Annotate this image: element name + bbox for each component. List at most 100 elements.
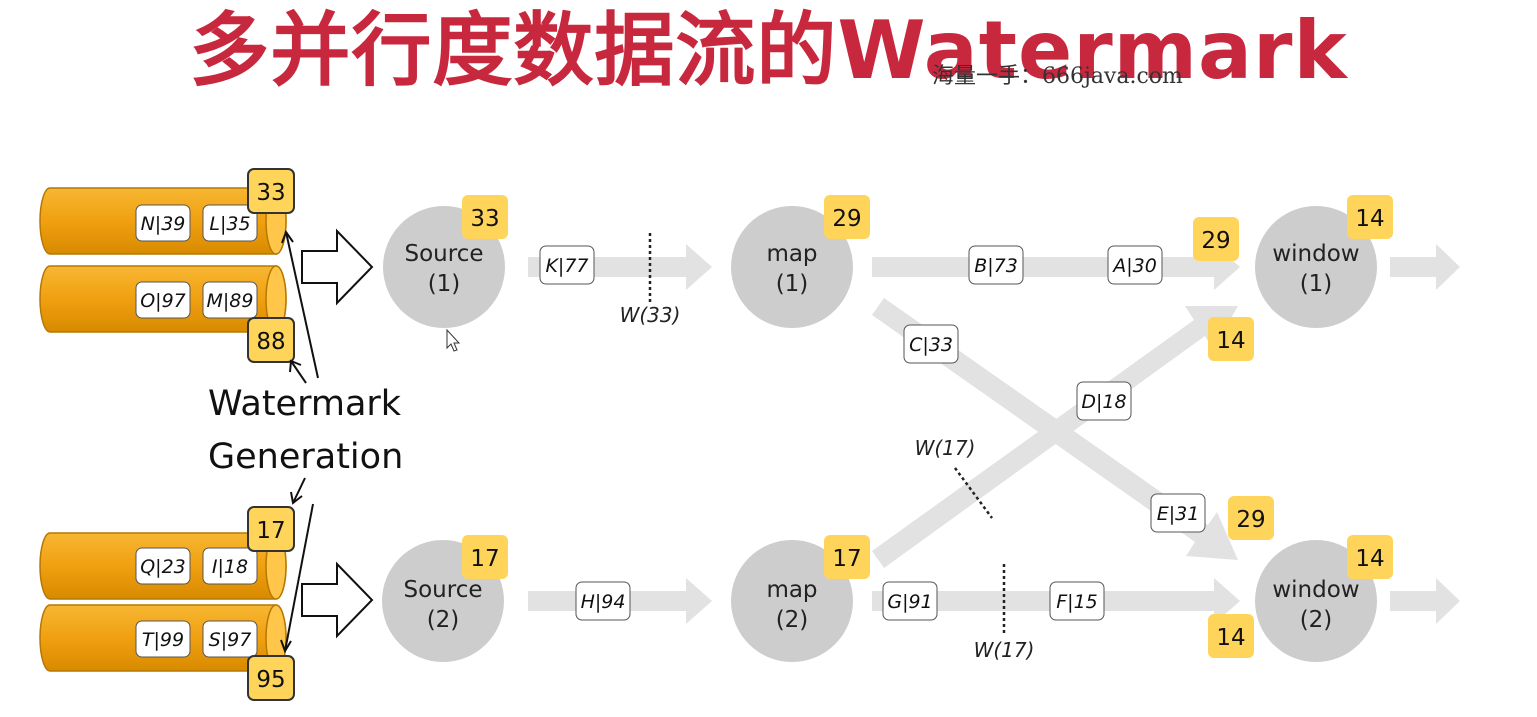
event-box	[202, 547, 258, 585]
pointer-line	[292, 477, 306, 504]
partition-2: O|97 M|89	[39, 265, 287, 333]
watermark-badge	[462, 535, 508, 579]
node-index: (2)	[1300, 607, 1333, 633]
watermark-badge	[1208, 317, 1254, 361]
node-name: map	[766, 577, 817, 603]
watermark-marker-line	[953, 467, 994, 519]
event-box	[1076, 381, 1132, 421]
event-box	[202, 204, 258, 242]
event-box	[1150, 493, 1206, 533]
node-source-1: Source (1) 33	[383, 195, 508, 328]
partition-3: Q|23 I|18	[39, 532, 287, 600]
watermark-badge	[1208, 614, 1254, 658]
node-window-1: window (1) 14	[1255, 195, 1393, 328]
watermark-badge	[1347, 535, 1393, 579]
node-index: (2)	[427, 607, 460, 633]
arrow-map1-window1	[872, 244, 1240, 290]
node-name: Source	[405, 241, 484, 267]
node-circle	[1255, 206, 1377, 328]
event-box	[539, 245, 595, 285]
event-label: K|77	[545, 255, 588, 277]
event-label: B|73	[974, 255, 1018, 277]
site-watermark: 海量一手：666java.com	[932, 64, 1183, 89]
event-box	[135, 281, 191, 319]
arrow-window1-out	[1390, 244, 1460, 290]
pointer-arrowhead	[290, 491, 303, 505]
watermark-marker-label: W(17)	[974, 638, 1035, 662]
node-index: (1)	[428, 271, 461, 297]
watermark-badge	[824, 535, 870, 579]
event-box	[202, 281, 258, 319]
generation-label-line2: Generation	[208, 437, 403, 477]
generation-pointers	[280, 229, 319, 654]
watermark-badge	[247, 655, 295, 701]
node-name: Source	[404, 577, 483, 603]
event-label: T|99	[142, 629, 184, 651]
event-label: I|18	[212, 556, 248, 578]
watermark-badge	[1228, 496, 1274, 540]
partition-1: N|39 L|35	[39, 187, 287, 255]
event-label: C|33	[909, 334, 953, 356]
event-label: H|94	[581, 591, 626, 613]
event-label: E|31	[1157, 503, 1200, 525]
cursor-icon	[446, 328, 461, 352]
watermark-value: 88	[256, 329, 285, 355]
watermark-badge	[247, 168, 295, 214]
watermark-value: 17	[470, 546, 499, 572]
node-name: map	[766, 241, 817, 267]
node-window-2: window (2) 14	[1255, 535, 1393, 662]
node-index: (1)	[776, 271, 809, 297]
in-flight-events: K|77 H|94 B|73 A|30 C|33 E|31 D|18 G|91 …	[539, 245, 1206, 621]
event-label: N|39	[141, 213, 186, 235]
event-label: M|89	[207, 290, 254, 312]
event-box	[1107, 245, 1163, 285]
watermark-marker-label: W(33)	[620, 303, 681, 327]
event-box	[968, 245, 1024, 285]
node-map-1: map (1) 29	[731, 195, 870, 328]
watermark-badge	[1193, 217, 1239, 261]
watermark-marker-label: W(17)	[915, 436, 976, 460]
node-circle	[731, 206, 853, 328]
watermark-badge	[462, 195, 508, 239]
node-circle	[1255, 540, 1377, 662]
ingest-arrow-1	[301, 228, 374, 306]
pointer-line	[285, 231, 319, 379]
event-label: A|30	[1111, 255, 1157, 277]
event-box	[1049, 581, 1105, 621]
event-box	[903, 324, 959, 364]
event-label: L|35	[209, 213, 250, 235]
event-box	[135, 547, 191, 585]
watermark-value: 14	[1216, 328, 1245, 354]
watermark-value: 29	[1201, 228, 1230, 254]
pointer-arrowhead	[280, 639, 292, 654]
node-index: (1)	[1300, 271, 1333, 297]
event-label: G|91	[887, 591, 932, 613]
arrow-source1-map1	[528, 244, 712, 290]
arrow-window2-out	[1390, 578, 1460, 624]
window-input-watermarks: 29 14 29 14	[1193, 217, 1274, 658]
watermark-value: 17	[256, 518, 285, 544]
event-label: S|97	[209, 629, 252, 651]
event-label: F|15	[1056, 591, 1098, 613]
event-box	[135, 620, 191, 658]
node-source-2: Source (2) 17	[382, 535, 508, 662]
event-box	[135, 204, 191, 242]
event-box	[882, 581, 938, 621]
pointer-arrowhead	[281, 229, 294, 244]
watermark-value: 14	[1216, 625, 1245, 651]
watermark-value: 14	[1355, 546, 1384, 572]
node-index: (2)	[776, 607, 809, 633]
event-box	[575, 581, 631, 621]
watermark-value: 33	[470, 206, 499, 232]
node-name: window	[1272, 577, 1359, 603]
watermark-badge	[824, 195, 870, 239]
watermark-value: 17	[832, 546, 861, 572]
watermark-badge	[247, 506, 295, 552]
generation-label-line1: Watermark	[208, 384, 402, 424]
event-box	[202, 620, 258, 658]
pointer-arrowhead	[289, 359, 302, 373]
event-label: D|18	[1081, 391, 1126, 413]
node-name: window	[1272, 241, 1359, 267]
event-label: Q|23	[140, 556, 186, 578]
